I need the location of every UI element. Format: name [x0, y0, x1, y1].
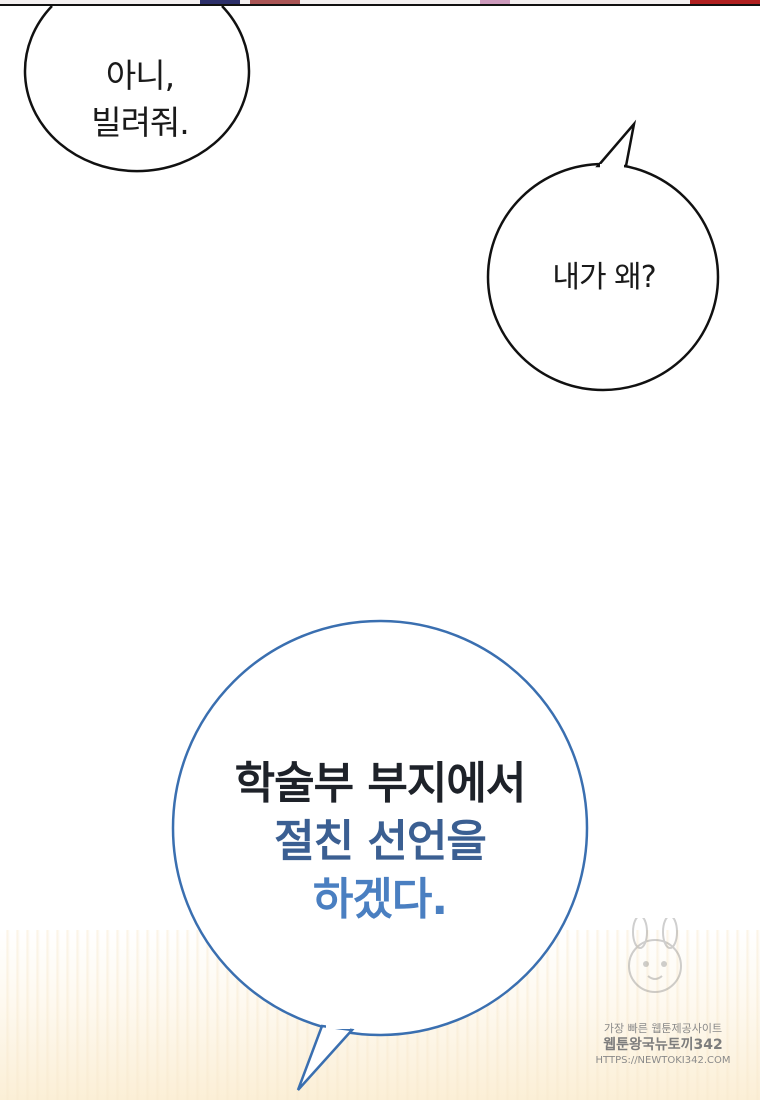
speech-bubble-second — [486, 119, 720, 392]
speech-bubble-first — [23, 5, 251, 173]
dialogue-second: 내가 왜? — [552, 260, 656, 295]
dialogue-first-line1: 아니, — [105, 56, 175, 95]
mascot-watermark-icon — [628, 918, 682, 993]
dialogue-third: 학술부 부지에서 절친 선언을 하겠다. — [190, 755, 570, 929]
dialogue-first-line2: 빌려줘. — [91, 103, 190, 142]
dialogue-third-line3: 하겠다. — [312, 874, 448, 925]
watermark-line1: 가장 빠른 웹툰제공사이트 — [603, 1022, 723, 1035]
watermark-line2: 웹툰왕국뉴토끼342 — [603, 1037, 723, 1053]
dialogue-third-line1: 학술부 부지에서 — [234, 758, 527, 809]
watermark-line3: HTTPS://NEWTOKI342.COM — [595, 1055, 731, 1066]
dialogue-third-line2: 절친 선언을 — [274, 816, 487, 867]
previous-panel-edge — [0, 0, 760, 6]
speech-bubble-third — [171, 619, 589, 1091]
dialogue-first: 아니, 빌려줘. — [40, 52, 240, 146]
site-watermark: 가장 빠른 웹툰제공사이트 웹툰왕국뉴토끼342 HTTPS://NEWTOKI… — [588, 1022, 738, 1067]
